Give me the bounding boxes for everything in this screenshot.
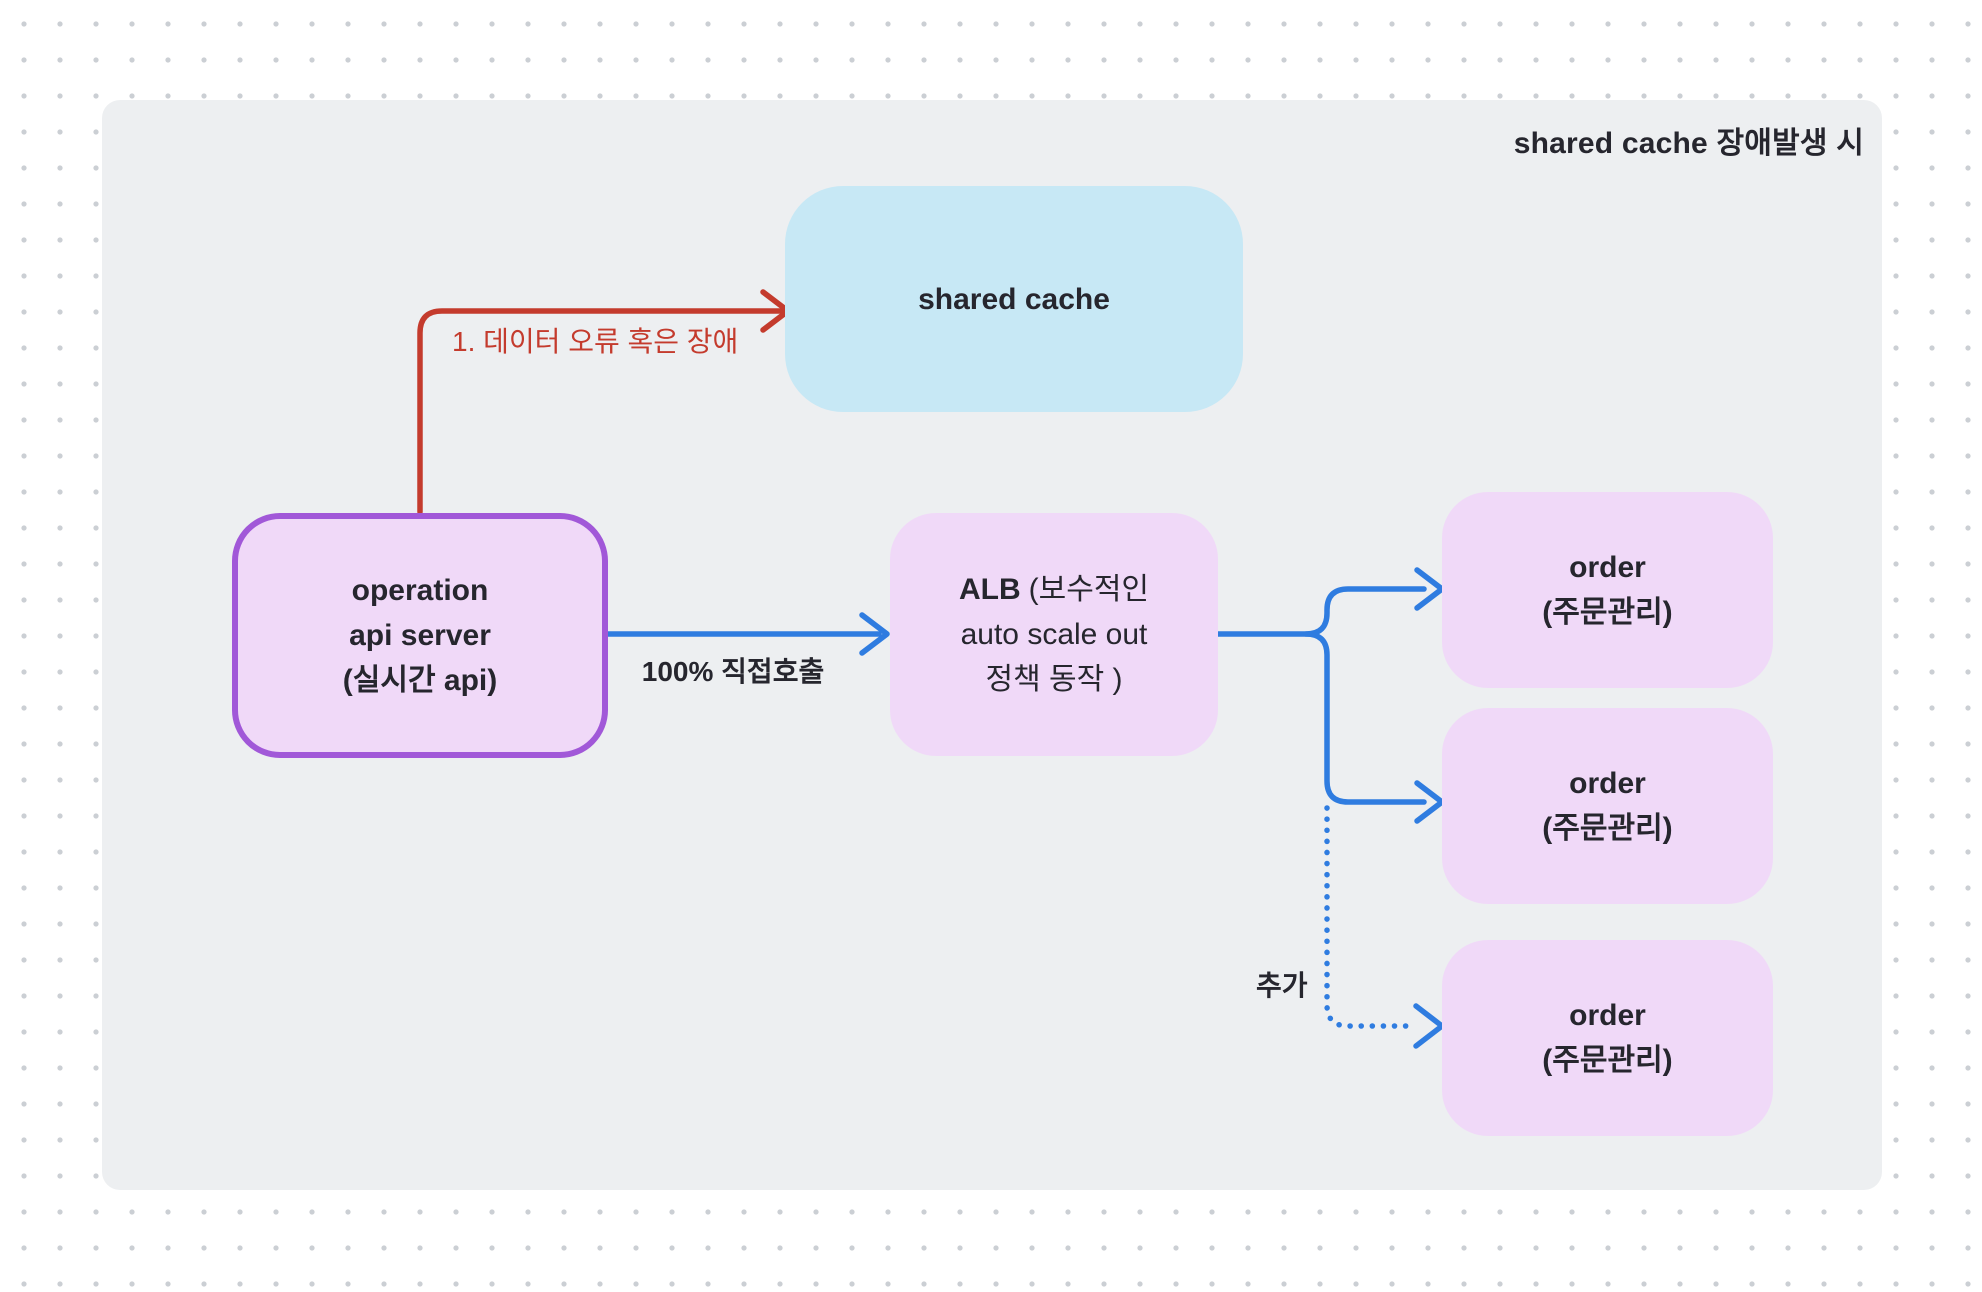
order3-label-line1: order (1569, 999, 1646, 1032)
order2-label-line2: (주문관리) (1542, 812, 1673, 845)
shared-cache-label: shared cache (918, 282, 1110, 316)
order2-label-line1: order (1569, 767, 1646, 800)
operation-label-line1: operation (351, 574, 489, 607)
diagram-title[interactable]: shared cache 장애발생 시 (1513, 127, 1864, 160)
node-order-3[interactable]: order (주문관리) (1442, 940, 1773, 1136)
order3-label-line2: (주문관리) (1542, 1044, 1673, 1077)
node-order-2[interactable]: order (주문관리) (1442, 708, 1773, 904)
node-operation-api-server[interactable]: operation api server (실시간 api) (232, 513, 608, 758)
edge-label-cache-error[interactable]: 1. 데이터 오류 혹은 장애 (452, 326, 739, 357)
order1-label-line2: (주문관리) (1542, 596, 1673, 629)
node-alb[interactable]: ALB(보수적인 auto scale out 정책 동작 ) (890, 513, 1218, 756)
operation-label-line3: (실시간 api) (342, 664, 498, 697)
alb-label-rest: (보수적인 (1028, 573, 1150, 606)
alb-label-bold: ALB (958, 573, 1021, 606)
alb-label-line3: 정책 동작 ) (985, 663, 1123, 696)
node-shared-cache[interactable]: shared cache (785, 186, 1243, 412)
operation-label-line2: api server (349, 619, 491, 652)
edge-label-add-instance[interactable]: 추가 (1256, 970, 1308, 1001)
node-order-1[interactable]: order (주문관리) (1442, 492, 1773, 688)
order1-label-line1: order (1569, 551, 1646, 584)
alb-label-line1: ALB(보수적인 (959, 567, 1149, 612)
edge-label-direct-call[interactable]: 100% 직접호출 (641, 656, 825, 687)
alb-label-line2: auto scale out (960, 618, 1148, 651)
